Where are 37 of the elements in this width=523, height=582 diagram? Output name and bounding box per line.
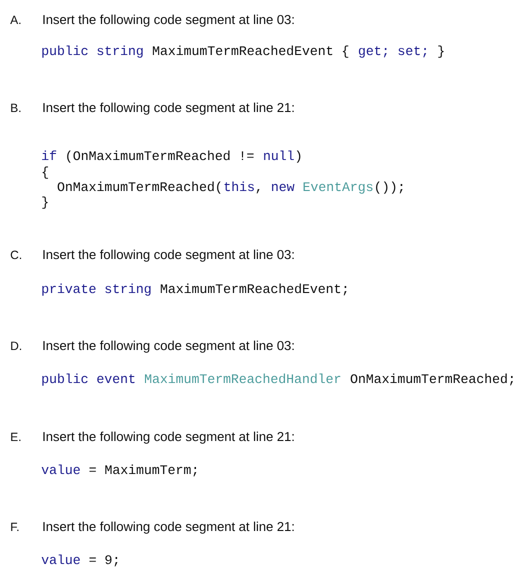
code-text: MaximumTermReachedEvent; — [160, 283, 347, 296]
code-text: , — [256, 189, 260, 194]
code-keyword: value — [42, 554, 80, 564]
code-keyword: if — [42, 150, 56, 160]
code-keyword: value — [42, 464, 80, 474]
code-keyword: new — [272, 184, 294, 192]
code-keyword: public string — [42, 45, 143, 58]
code-keyword: this — [224, 181, 254, 192]
code-text: MaximumTermReachedEvent { — [152, 45, 348, 58]
code-type-name: MaximumTermReachedHandler — [144, 373, 340, 384]
question-text: Insert the following code segment at line 03: — [43, 14, 294, 27]
code-text: ) — [296, 150, 300, 163]
question-text: Insert the following code segment at line 21: — [43, 102, 294, 115]
code-text: } — [438, 45, 444, 58]
question-text: Insert the following code segment at line 21: — [43, 432, 294, 444]
question-text: Insert the following code segment at line 21: — [43, 522, 294, 534]
option-letter: E. — [11, 432, 20, 441]
question-text: Insert the following code segment at line 03: — [43, 250, 294, 262]
option-letter: B. — [11, 104, 20, 112]
code-text: { — [42, 166, 48, 179]
code-text: ()); — [376, 181, 403, 194]
option-letter: A. — [10, 16, 20, 24]
option-letter: F. — [11, 522, 18, 531]
code-keyword: public event — [42, 373, 135, 386]
code-keyword: private string — [42, 283, 151, 296]
question-text: Insert the following code segment at line 03: — [43, 340, 294, 353]
code-keyword: get; set; — [358, 46, 426, 58]
option-letter: C. — [10, 250, 22, 260]
code-text: OnMaximumTermReached( — [58, 181, 221, 194]
option-letter: D. — [11, 342, 22, 350]
code-text: = MaximumTerm; — [89, 464, 196, 476]
code-keyword: null — [264, 150, 294, 160]
code-text: OnMaximumTermReached; — [350, 373, 513, 386]
code-text: = 9; — [89, 555, 118, 566]
code-text: (OnMaximumTermReached != — [67, 150, 254, 163]
code-text: } — [42, 196, 48, 209]
code-type-name: EventArgs — [304, 182, 372, 194]
